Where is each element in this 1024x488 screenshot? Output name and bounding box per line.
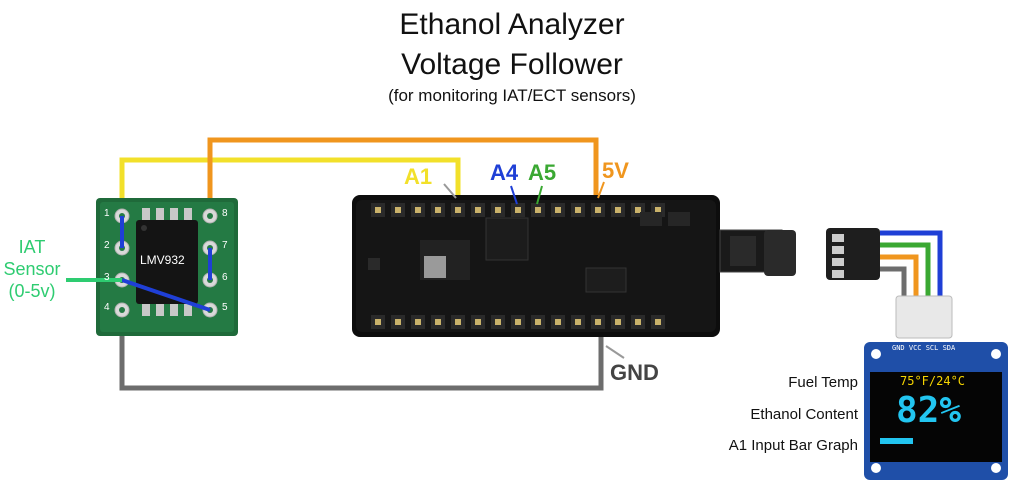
legend-ethanol-content: Ethanol Content (750, 406, 858, 423)
pin-label-gnd: GND (610, 360, 659, 385)
connector-cable (764, 228, 953, 339)
oled-module (864, 342, 1008, 480)
pin-number-6: 6 (222, 272, 228, 283)
pin-number-5: 5 (222, 302, 228, 313)
iat-sensor-label: IAT Sensor (0-5v) (0, 236, 64, 302)
sensor-label-line2: Sensor (3, 259, 61, 279)
oled-ethanol-readout: 82% (896, 390, 962, 431)
arduino-nano-board (352, 195, 783, 337)
a1-wire (119, 157, 461, 215)
legend-bar-graph: A1 Input Bar Graph (728, 437, 858, 454)
chip-label: LMV932 (140, 253, 185, 267)
lmv932-breakout (66, 198, 238, 336)
pin-number-2: 2 (104, 240, 110, 251)
pin-number-8: 8 (222, 208, 228, 219)
oled-temp-readout: 75°F/24°C (900, 374, 966, 388)
pin-number-3: 3 (104, 272, 110, 283)
pin-number-4: 4 (104, 302, 110, 313)
sensor-label-line3: (0-5v) (8, 281, 56, 301)
pin-label-a1: A1 (404, 164, 433, 189)
pin-number-1: 1 (104, 208, 110, 219)
pin-label-a4: A4 (490, 160, 519, 185)
oled-header-pins: GND VCC SCL SDA (892, 344, 956, 352)
pin-number-7: 7 (222, 240, 228, 251)
legend-fuel-temp: Fuel Temp (788, 374, 858, 391)
diagram-title: Ethanol Analyzer (399, 8, 625, 41)
pin-label-5v: 5V (602, 158, 629, 183)
pin-label-a5: A5 (528, 160, 557, 185)
sensor-label-line1: IAT (18, 237, 46, 257)
oled-bar-graph (880, 438, 913, 444)
diagram-caption: (for monitoring IAT/ECT sensors) (388, 86, 636, 105)
diagram-subtitle: Voltage Follower (401, 48, 623, 81)
